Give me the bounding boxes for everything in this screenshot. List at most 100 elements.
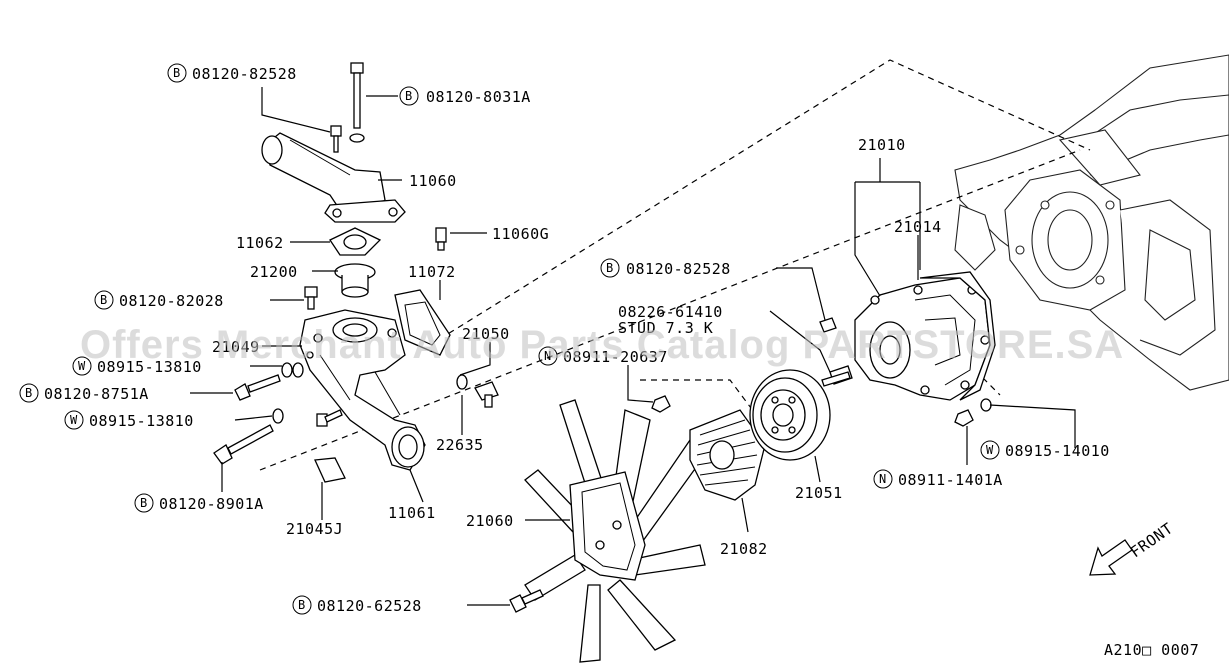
- part-number: 08120-8031A: [426, 88, 531, 106]
- callout-b-08120-82028: B 08120-82028: [94, 290, 224, 310]
- callout-11072: 11072: [408, 263, 456, 281]
- part-number: 08226-61410: [618, 303, 723, 321]
- stud-08226-61410: [821, 371, 851, 387]
- cooling-fan-21060: [524, 399, 706, 663]
- bolt-top-long: [349, 62, 365, 143]
- temp-sender-22635: [456, 374, 499, 408]
- part-number: 08915-14010: [1005, 442, 1110, 460]
- part-number: 21200: [250, 263, 298, 281]
- callout-21049: 21049: [212, 338, 260, 356]
- part-number: 11062: [236, 234, 284, 252]
- part-number: 21051: [795, 484, 843, 502]
- gasket-11062: [329, 227, 382, 256]
- bolt-08120-8901a: [213, 424, 274, 465]
- part-number: 22635: [436, 436, 484, 454]
- bolt-08120-8751a: [234, 374, 281, 401]
- water-pump-21010: [829, 277, 991, 401]
- front-label: FRONT: [1127, 519, 1176, 561]
- bolt-symbol: B: [100, 293, 107, 307]
- water-inlet-housing: [299, 309, 426, 471]
- callout-21060: 21060: [466, 512, 514, 530]
- callout-n-08911-20637: N 08911-20637: [538, 346, 668, 366]
- callout-21010: 21010: [858, 136, 906, 154]
- callout-b-08120-62528: B 08120-62528: [292, 595, 422, 615]
- bolt-symbol: B: [606, 261, 613, 275]
- callout-22635: 22635: [436, 436, 484, 454]
- part-number: 11060G: [492, 225, 549, 243]
- callout-21045j: 21045J: [286, 520, 343, 538]
- sensor-11060g: [435, 227, 447, 251]
- callout-11062: 11062: [236, 234, 284, 252]
- engine-block-outline: [954, 54, 1229, 391]
- part-number: 08915-13810: [89, 412, 194, 430]
- callout-21050: 21050: [462, 325, 510, 343]
- callout-11060: 11060: [409, 172, 457, 190]
- part-number: 08911-20637: [563, 348, 668, 366]
- bolt-symbol: B: [140, 496, 147, 510]
- part-number: 08120-82028: [119, 292, 224, 310]
- bolt-08120-82528-mid: [819, 317, 837, 333]
- callout-labels: B 08120-82528 B 08120-8031A 11060 11062 …: [19, 63, 1110, 615]
- callout-21082: 21082: [720, 540, 768, 558]
- callout-n-08911-1401a: N 08911-1401A: [873, 469, 1003, 489]
- part-number: 08915-13810: [97, 358, 202, 376]
- part-number: 11060: [409, 172, 457, 190]
- bolt-symbol: B: [25, 386, 32, 400]
- bracket-21045j: [314, 457, 346, 483]
- callout-b-08120-8031a: B 08120-8031A: [399, 86, 531, 106]
- bolt-top-short: [330, 125, 342, 153]
- callout-b-08120-8751a: B 08120-8751A: [19, 383, 149, 403]
- washer-08915-14010: [980, 398, 992, 412]
- nut-symbol: N: [879, 472, 886, 486]
- bolt-08120-62528: [509, 589, 544, 613]
- part-number: 08120-8901A: [159, 495, 264, 513]
- bolt-08120-82028: [304, 286, 318, 310]
- water-outlet-11060: [261, 132, 406, 223]
- diagram-code: A210□ 0007: [1104, 641, 1199, 659]
- part-number: 21082: [720, 540, 768, 558]
- washer-symbol: W: [986, 443, 994, 457]
- gasket-11072: [394, 289, 451, 356]
- part-number: 21045J: [286, 520, 343, 538]
- bolt-symbol: B: [405, 89, 412, 103]
- bolt-symbol: B: [298, 598, 305, 612]
- bolt-symbol: B: [173, 66, 180, 80]
- callout-b-08120-82528-top: B 08120-82528: [167, 63, 297, 83]
- callout-21051: 21051: [795, 484, 843, 502]
- leader-lines: [190, 87, 1076, 606]
- callout-08226-61410: 08226-61410 STUD 7.3 K: [618, 303, 723, 337]
- part-number: 11061: [388, 504, 436, 522]
- callout-b-08120-82528-mid: B 08120-82528: [600, 258, 731, 278]
- part-number: 21050: [462, 325, 510, 343]
- part-number: 21010: [858, 136, 906, 154]
- callout-11060g: 11060G: [492, 225, 549, 243]
- part-number: 08120-8751A: [44, 385, 149, 403]
- callout-w-08915-14010: W 08915-14010: [980, 440, 1110, 460]
- nut-symbol: N: [544, 349, 551, 363]
- part-number: 21014: [894, 218, 942, 236]
- fan-clutch-21082: [689, 409, 766, 501]
- part-number: 08120-82528: [192, 65, 297, 83]
- part-number: 08911-1401A: [898, 471, 1003, 489]
- callout-11061: 11061: [388, 504, 436, 522]
- front-direction-arrow: FRONT: [1089, 519, 1176, 576]
- pulley-21051: [749, 369, 831, 461]
- callout-w-08915-13810-b: W 08915-13810: [64, 410, 194, 430]
- gasket-21014: [919, 271, 996, 401]
- part-number: 11072: [408, 263, 456, 281]
- thermostat-21200: [334, 263, 376, 298]
- callout-w-08915-13810-a: W 08915-13810: [72, 356, 202, 376]
- part-number: 21049: [212, 338, 260, 356]
- nut-08911-1401a: [954, 409, 974, 427]
- part-number: 08120-82528: [626, 260, 731, 278]
- part-number: 08120-62528: [317, 597, 422, 615]
- part-number: 21060: [466, 512, 514, 530]
- washer-symbol: W: [78, 359, 86, 373]
- washer-left-a: [281, 362, 304, 378]
- washer-symbol: W: [70, 413, 78, 427]
- washer-left-b: [272, 408, 284, 424]
- watermark-text: Offers Merchant Auto Parts Catalog PARTS…: [80, 323, 1124, 367]
- callout-21014: 21014: [894, 218, 942, 236]
- callout-21200: 21200: [250, 263, 298, 281]
